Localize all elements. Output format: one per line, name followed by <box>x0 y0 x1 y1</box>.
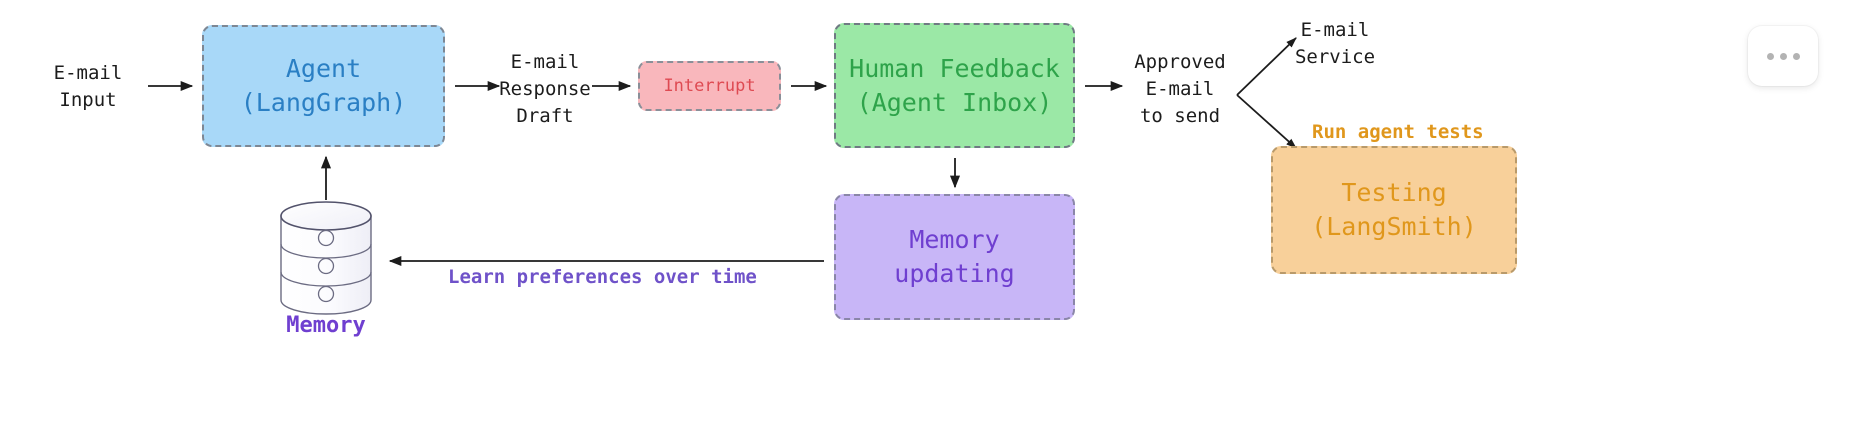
label-email-response-draft: E-mail Response Draft <box>499 51 591 127</box>
label-run-agent-tests: Run agent tests <box>1312 121 1484 143</box>
label-memory-store: Memory <box>286 313 366 338</box>
ellipsis-icon-dot-3 <box>1792 52 1800 60</box>
ellipsis-icon-dot-2 <box>1779 52 1787 60</box>
more-options-card[interactable] <box>1748 26 1818 86</box>
database-cylinder-icon <box>280 201 372 315</box>
node-memory-updating[interactable]: Memory updating <box>834 194 1075 320</box>
label-email-input: E-mail Input <box>53 62 123 111</box>
node-interrupt[interactable]: Interrupt <box>638 61 781 111</box>
label-email-service: E-mail Service <box>1294 19 1376 68</box>
node-agent[interactable]: Agent (LangGraph) <box>202 25 445 147</box>
node-human-feedback[interactable]: Human Feedback (Agent Inbox) <box>834 23 1075 148</box>
label-learn-preferences: Learn preferences over time <box>448 266 757 288</box>
label-approved-email-to-send: Approved E-mail to send <box>1134 51 1226 127</box>
node-testing[interactable]: Testing (LangSmith) <box>1271 146 1517 274</box>
ellipsis-icon-dot-1 <box>1766 52 1774 60</box>
